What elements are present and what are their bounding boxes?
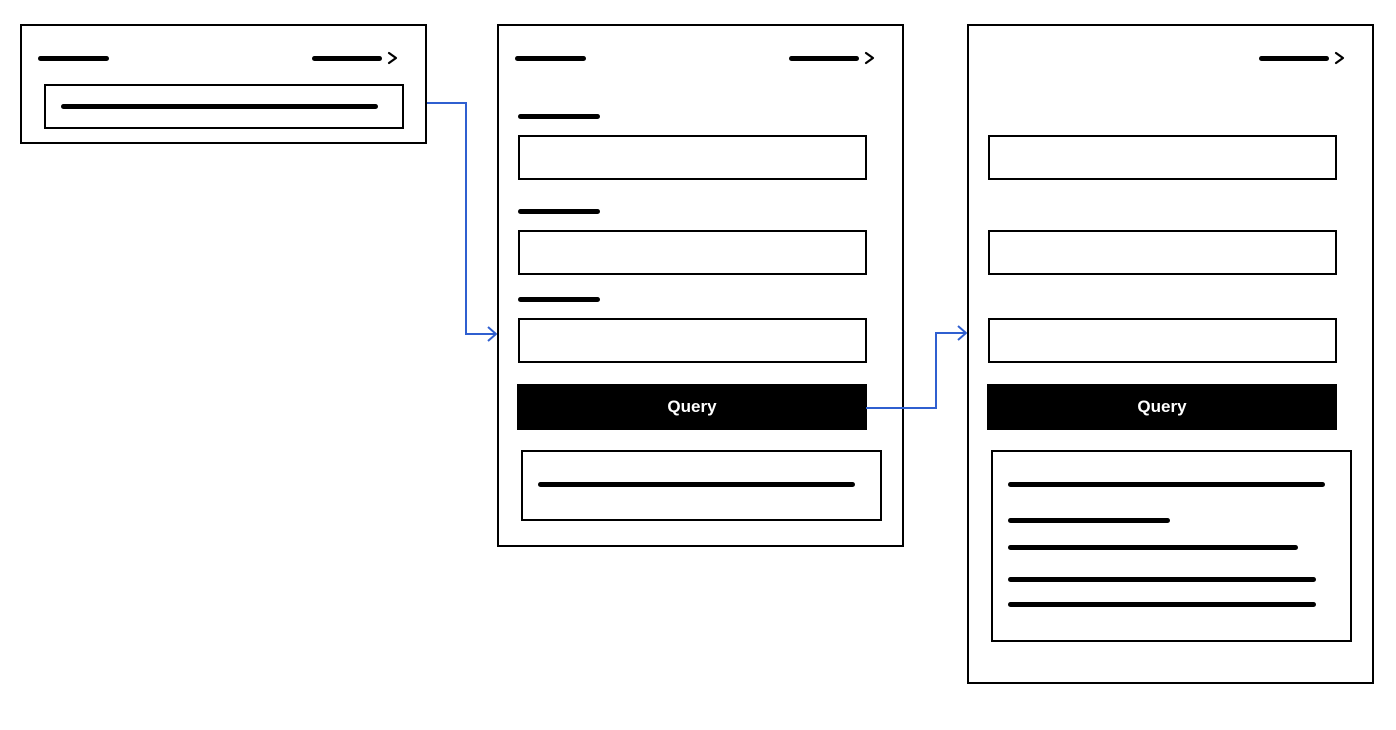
result-line-placeholder bbox=[1008, 602, 1316, 607]
input-field-3[interactable] bbox=[518, 318, 867, 363]
nav-link-placeholder[interactable] bbox=[1259, 56, 1329, 61]
screen-2-frame: Query bbox=[497, 24, 904, 547]
chevron-right-icon[interactable] bbox=[1334, 51, 1346, 65]
field-label-placeholder bbox=[518, 114, 600, 119]
chevron-right-icon[interactable] bbox=[864, 51, 876, 65]
input-field-1[interactable] bbox=[518, 135, 867, 180]
nav-link-placeholder[interactable] bbox=[789, 56, 859, 61]
field-label-placeholder bbox=[518, 209, 600, 214]
result-panel bbox=[991, 450, 1352, 642]
chevron-right-icon[interactable] bbox=[387, 51, 399, 65]
title-placeholder bbox=[38, 56, 109, 61]
field-label-placeholder bbox=[518, 297, 600, 302]
screen-3-frame: Query bbox=[967, 24, 1374, 684]
query-button[interactable]: Query bbox=[517, 384, 867, 430]
result-line-placeholder bbox=[1008, 577, 1316, 582]
input-field-1[interactable] bbox=[988, 135, 1337, 180]
result-box bbox=[521, 450, 882, 521]
result-line-placeholder bbox=[1008, 518, 1170, 523]
screen-1-frame bbox=[20, 24, 427, 144]
title-placeholder bbox=[515, 56, 586, 61]
connector-arrow-2 bbox=[866, 325, 967, 409]
input-field-3[interactable] bbox=[988, 318, 1337, 363]
summary-field[interactable] bbox=[44, 84, 404, 129]
query-button[interactable]: Query bbox=[987, 384, 1337, 430]
connector-arrow-1 bbox=[427, 102, 497, 342]
result-line-placeholder bbox=[1008, 482, 1325, 487]
input-field-2[interactable] bbox=[518, 230, 867, 275]
summary-text-placeholder bbox=[61, 104, 378, 109]
result-text-placeholder bbox=[538, 482, 855, 487]
result-line-placeholder bbox=[1008, 545, 1298, 550]
nav-link-placeholder[interactable] bbox=[312, 56, 382, 61]
input-field-2[interactable] bbox=[988, 230, 1337, 275]
